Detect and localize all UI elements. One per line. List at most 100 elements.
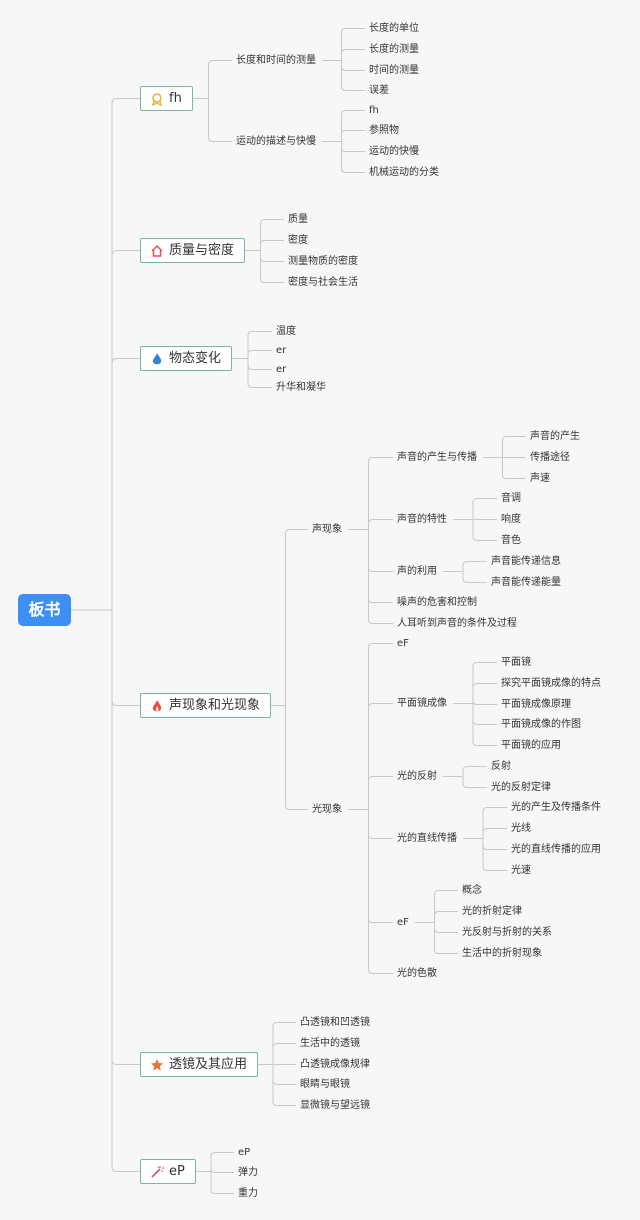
node-6[interactable]: fh [369, 105, 379, 116]
node-18[interactable]: 声现象 [312, 524, 342, 535]
connector [272, 1064, 296, 1085]
node-54[interactable]: 凸透镜和凹透镜 [300, 1017, 370, 1028]
node-58[interactable]: 显微镜与望远镜 [300, 1100, 370, 1111]
node-7[interactable]: 参照物 [369, 125, 399, 136]
topic-5[interactable]: eP [140, 1159, 196, 1184]
connector [434, 911, 458, 923]
connector [341, 110, 365, 142]
node-53[interactable]: 光的色散 [397, 968, 437, 979]
connector [368, 809, 393, 923]
node-9[interactable]: 机械运动的分类 [369, 167, 439, 178]
topic-0[interactable]: fh [140, 86, 193, 111]
node-31[interactable]: 人耳听到声音的条件及过程 [397, 618, 517, 629]
connector [462, 561, 487, 572]
node-39[interactable]: 平面镜的应用 [501, 740, 561, 751]
connector [247, 358, 272, 388]
connector [285, 529, 308, 706]
node-51[interactable]: 光反射与折射的关系 [462, 927, 552, 938]
node-2[interactable]: 长度的测量 [369, 44, 419, 55]
node-15[interactable]: er [276, 345, 287, 356]
node-12[interactable]: 测量物质的密度 [288, 256, 358, 267]
node-37[interactable]: 平面镜成像原理 [501, 699, 571, 710]
node-44[interactable]: 光的产生及传播条件 [511, 802, 601, 813]
node-34[interactable]: 平面镜成像 [397, 698, 447, 709]
node-36[interactable]: 探究平面镜成像的特点 [501, 678, 601, 689]
node-23[interactable]: 声音的特性 [397, 514, 447, 525]
node-60[interactable]: 弹力 [238, 1167, 258, 1178]
topic-1[interactable]: 质量与密度 [140, 238, 246, 263]
node-48[interactable]: eF [397, 917, 409, 928]
node-57[interactable]: 眼睛与眼镜 [300, 1079, 350, 1090]
connector [341, 49, 365, 61]
node-14[interactable]: 温度 [276, 326, 296, 337]
node-43[interactable]: 光的直线传播 [397, 833, 457, 844]
node-17[interactable]: 升华和凝华 [276, 382, 326, 393]
node-20[interactable]: 声音的产生 [530, 431, 580, 442]
connector [368, 529, 393, 572]
node-29[interactable]: 声音能传递能量 [491, 577, 561, 588]
connector [247, 358, 272, 370]
node-26[interactable]: 音色 [501, 535, 521, 546]
topic-2[interactable]: 物态变化 [140, 346, 233, 371]
node-1[interactable]: 长度的单位 [369, 23, 419, 34]
node-4[interactable]: 误差 [369, 85, 389, 96]
node-25[interactable]: 响度 [501, 514, 521, 525]
node-55[interactable]: 生活中的透镜 [300, 1038, 360, 1049]
node-16[interactable]: er [276, 364, 287, 375]
node-5[interactable]: 运动的描述与快慢 [236, 136, 316, 147]
node-50[interactable]: 光的折射定律 [462, 906, 522, 917]
connector [368, 519, 393, 530]
topic-3[interactable]: 声现象和光现象 [140, 693, 272, 718]
node-32[interactable]: 光现象 [312, 804, 342, 815]
node-11[interactable]: 密度 [288, 235, 308, 246]
node-52[interactable]: 生活中的折射现象 [462, 948, 542, 959]
node-41[interactable]: 反射 [491, 761, 511, 772]
connector [208, 60, 232, 99]
node-24[interactable]: 音调 [501, 493, 521, 504]
node-46[interactable]: 光的直线传播的应用 [511, 844, 601, 855]
root-node[interactable]: 板书 [18, 594, 71, 626]
topic-4[interactable]: 透镜及其应用 [140, 1052, 259, 1077]
connector [247, 331, 272, 359]
connector [210, 1168, 234, 1173]
node-49[interactable]: 概念 [462, 885, 482, 896]
connector [111, 358, 140, 610]
node-28[interactable]: 声音能传递信息 [491, 556, 561, 567]
node-47[interactable]: 光速 [511, 865, 531, 876]
connector [472, 519, 497, 541]
connector [111, 610, 140, 706]
node-22[interactable]: 声速 [530, 473, 550, 484]
node-33[interactable]: eF [397, 638, 409, 649]
connector [111, 610, 140, 1172]
node-38[interactable]: 平面镜成像的作图 [501, 719, 581, 730]
connector [502, 436, 526, 458]
node-42[interactable]: 光的反射定律 [491, 782, 551, 793]
connector [247, 350, 272, 359]
node-13[interactable]: 密度与社会生活 [288, 277, 358, 288]
node-0[interactable]: 长度和时间的测量 [236, 55, 316, 66]
connector [285, 705, 308, 810]
connector [472, 683, 497, 704]
connector [272, 1064, 296, 1106]
node-61[interactable]: 重力 [238, 1188, 258, 1199]
node-8[interactable]: 运动的快慢 [369, 146, 419, 157]
node-56[interactable]: 凸透镜成像规律 [300, 1059, 370, 1070]
connector [272, 1022, 296, 1065]
node-30[interactable]: 噪声的危害和控制 [397, 597, 477, 608]
node-10[interactable]: 质量 [288, 214, 308, 225]
connector [434, 922, 458, 933]
award-icon [150, 92, 164, 107]
node-59[interactable]: eP [238, 1147, 251, 1158]
connector [111, 250, 140, 610]
topic-label: 质量与密度 [169, 243, 235, 258]
node-27[interactable]: 声的利用 [397, 566, 437, 577]
node-21[interactable]: 传播途径 [530, 452, 570, 463]
connector [341, 28, 365, 61]
node-35[interactable]: 平面镜 [501, 657, 531, 668]
node-19[interactable]: 声音的产生与传播 [397, 452, 477, 463]
connector [472, 700, 497, 705]
node-40[interactable]: 光的反射 [397, 771, 437, 782]
node-45[interactable]: 光线 [511, 823, 531, 834]
node-3[interactable]: 时间的测量 [369, 65, 419, 76]
